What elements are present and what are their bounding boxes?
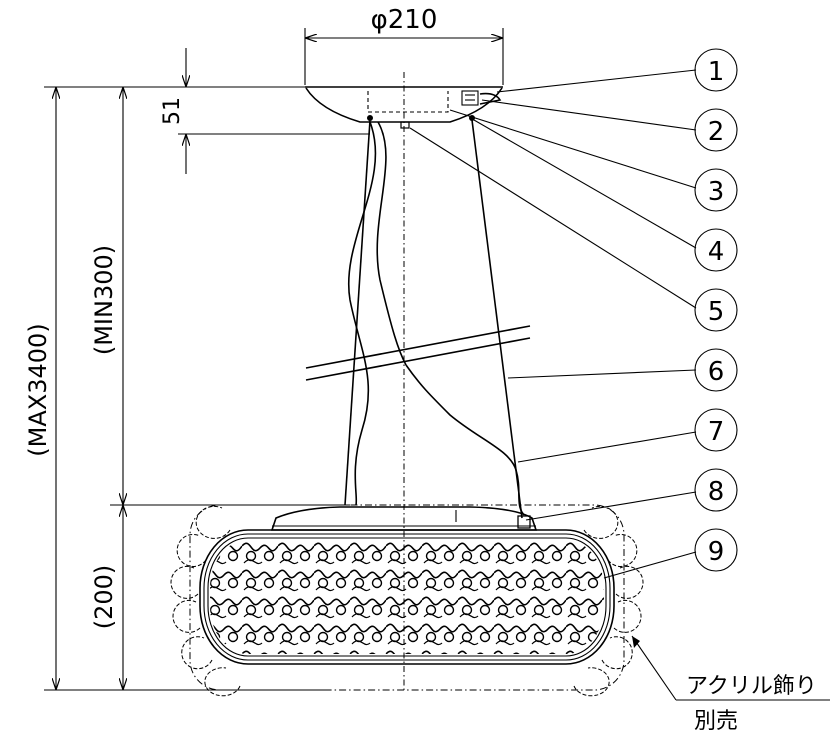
acrylic-decoration-callout: アクリル飾り 別売 <box>631 635 830 734</box>
svg-text:2: 2 <box>708 117 725 147</box>
svg-text:6: 6 <box>708 357 725 387</box>
accessory-name: アクリル飾り <box>686 674 817 699</box>
lamp-shade <box>189 504 625 691</box>
ceiling-canopy <box>305 86 503 129</box>
callout-5: 5 <box>694 288 738 332</box>
min-length-label: (MIN300) <box>90 245 118 355</box>
canopy-height-label: 51 <box>160 97 185 125</box>
leader-lines <box>409 69 697 579</box>
svg-text:8: 8 <box>708 477 725 507</box>
svg-text:9: 9 <box>708 537 725 567</box>
canopy-height-dimension: 51 <box>160 48 370 174</box>
callout-3: 3 <box>694 168 738 212</box>
svg-text:5: 5 <box>708 297 725 327</box>
callout-6: 6 <box>694 348 738 392</box>
diameter-label: φ210 <box>371 5 438 35</box>
acrylic-decoration-scallops <box>170 505 644 697</box>
suspension-wires <box>305 119 531 519</box>
callout-2: 2 <box>694 108 738 152</box>
accessory-note: 別売 <box>694 709 738 734</box>
callout-7: 7 <box>694 408 738 452</box>
shade-height-label: (200) <box>90 565 118 630</box>
svg-text:4: 4 <box>708 237 725 267</box>
svg-text:1: 1 <box>708 57 725 87</box>
svg-text:3: 3 <box>708 177 725 207</box>
svg-text:7: 7 <box>708 417 725 447</box>
callout-4: 4 <box>694 228 738 272</box>
max-length-label: (MAX3400) <box>24 323 52 456</box>
diameter-dimension: φ210 <box>304 5 504 85</box>
callout-1: 1 <box>694 48 738 92</box>
callout-8: 8 <box>694 468 738 512</box>
callout-9: 9 <box>694 528 738 572</box>
